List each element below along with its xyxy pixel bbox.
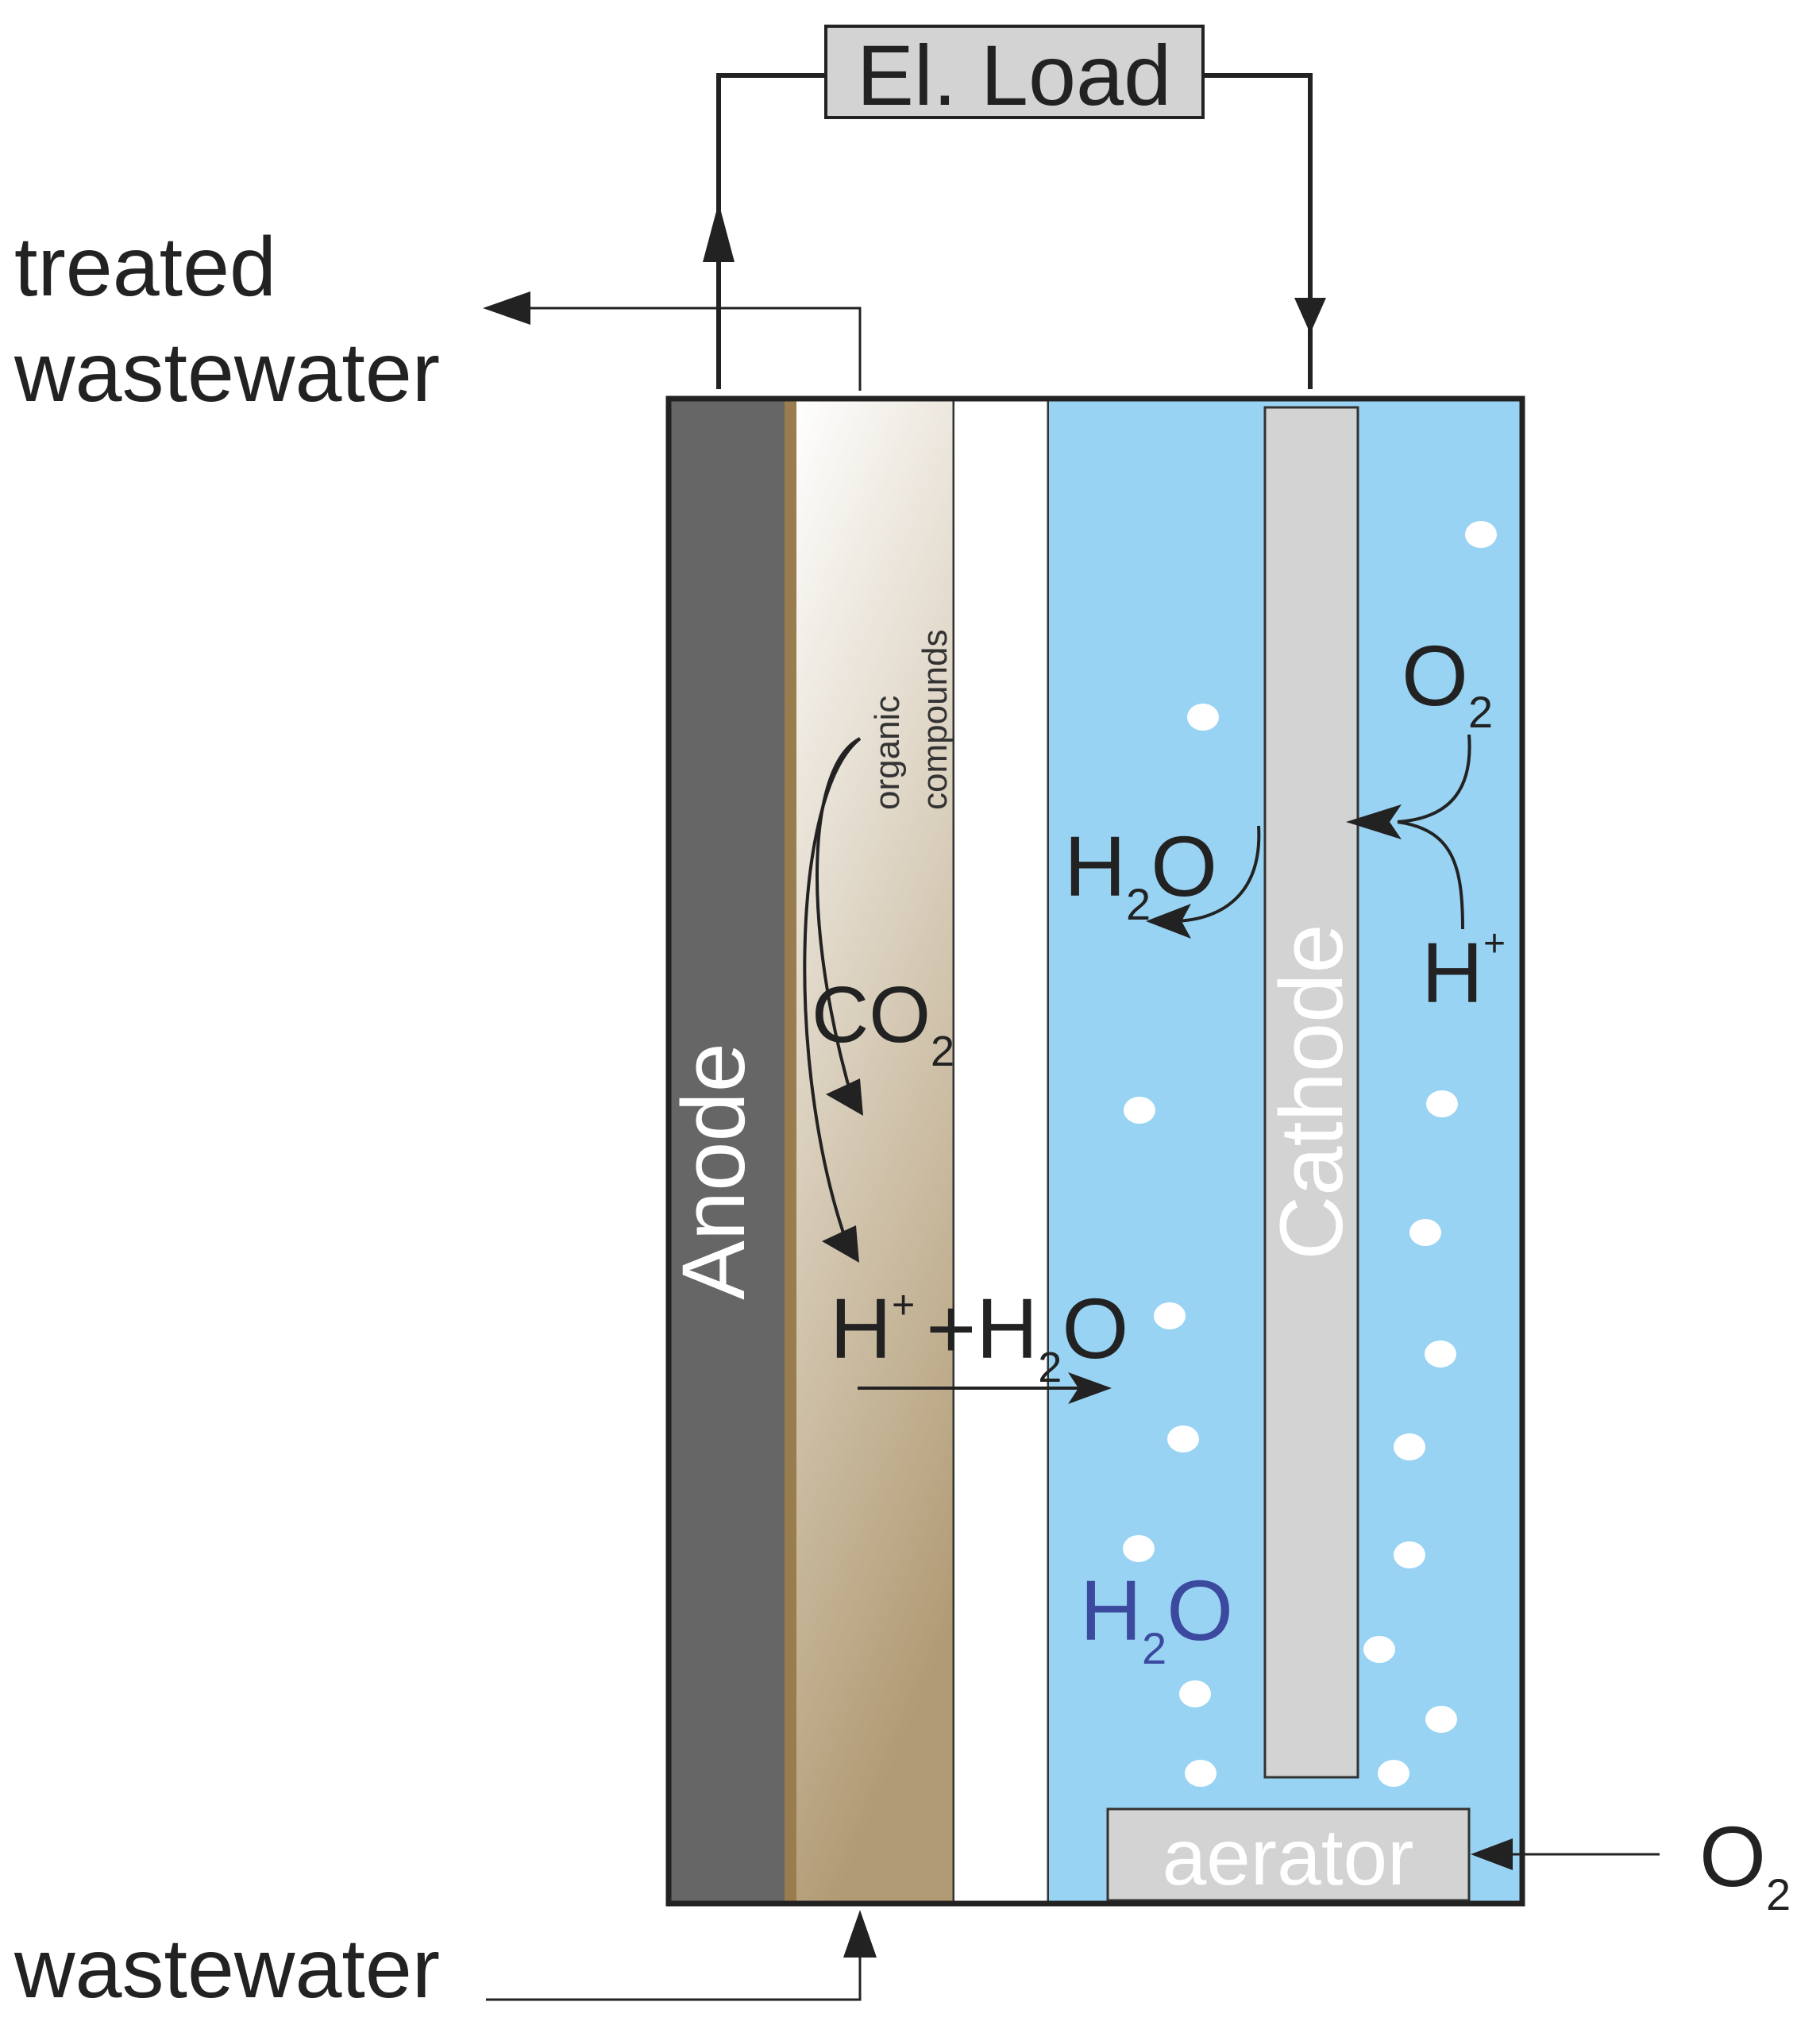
circuit-arrow-down — [1294, 298, 1326, 334]
air-bubble — [1185, 1760, 1217, 1787]
air-bubble — [1167, 1425, 1199, 1452]
oxygen-inlet-arrow-head — [1471, 1838, 1513, 1870]
water-product-arrow — [1174, 825, 1261, 923]
cell-outline — [665, 395, 1525, 1907]
cathode-reactions: O2 H+ H2O H2O — [1064, 627, 1506, 1673]
organic-label-line2: compounds — [916, 630, 954, 810]
o2-cathode-label: O2 — [1402, 627, 1493, 737]
air-bubble — [1394, 1433, 1425, 1460]
water-label: H2O — [1080, 1562, 1233, 1673]
membrane — [954, 399, 1048, 1904]
outlet-arrow-head — [483, 291, 530, 325]
air-bubble — [1124, 1097, 1155, 1124]
aerator-label: aerator — [1163, 1813, 1414, 1902]
h-plus-cathode-label: H+ — [1421, 923, 1506, 1020]
organic-compounds-label: organic compounds — [868, 630, 954, 810]
cathode-label: Cathode — [1262, 924, 1361, 1259]
organic-to-protons-arrow-head — [822, 1225, 859, 1263]
electrical-load-box — [824, 25, 1205, 119]
external-circuit: El. Load — [703, 25, 1326, 389]
inlet-line — [486, 1950, 862, 2001]
water-product-arrow-head — [1146, 904, 1191, 939]
air-bubbles — [1123, 521, 1497, 1787]
anode-electrode — [669, 399, 786, 1904]
proton-transfer-arrow-head — [1068, 1372, 1112, 1404]
reactants-arrow-head — [1346, 804, 1402, 839]
circuit-wire-right — [1203, 73, 1313, 389]
air-bubble — [1426, 1090, 1458, 1117]
oxygen-inlet-label: O2 — [1699, 1808, 1791, 1919]
anode-reactions: organic compounds CO2 H++H2O — [803, 630, 1128, 1404]
organic-to-co2-arrow — [816, 737, 861, 1105]
air-bubble — [1425, 1340, 1456, 1367]
air-bubble — [1123, 1535, 1155, 1562]
biofilm-layer — [785, 399, 796, 1904]
organic-to-co2-arrow-head — [826, 1078, 863, 1116]
proton-water-label: H++H2O — [830, 1280, 1128, 1391]
outlet-label-line2: wastewater — [13, 326, 440, 419]
air-bubble — [1409, 1219, 1441, 1246]
anode-chamber — [796, 399, 954, 1904]
air-bubble — [1154, 1302, 1186, 1329]
co2-label: CO2 — [812, 970, 954, 1075]
circuit-wire-left — [716, 73, 826, 389]
fuel-cell-body: aerator Anode Cathode — [664, 395, 1525, 1907]
organic-label-line1: organic — [868, 696, 907, 810]
cathode-electrode — [1263, 406, 1359, 1779]
air-bubble — [1465, 521, 1497, 548]
h-plus-reactant-arrow — [1397, 820, 1464, 930]
outlet-label-line1: treated — [14, 220, 276, 314]
air-bubble — [1425, 1706, 1457, 1733]
outlet-flow: treated wastewater — [13, 220, 862, 419]
air-bubble — [1363, 1636, 1395, 1663]
electrical-load-label: El. Load — [857, 27, 1171, 123]
outlet-line — [508, 307, 862, 391]
o2-reactant-arrow — [1397, 734, 1471, 824]
air-bubble — [1378, 1760, 1409, 1787]
organic-to-protons-arrow — [803, 737, 862, 1252]
inlet-arrow-head — [843, 1910, 877, 1958]
inlet-label: wastewater — [13, 1922, 440, 2015]
inlet-flow: wastewater — [13, 1910, 877, 2015]
h2o-product-label: H2O — [1064, 818, 1217, 929]
anode-label: Anode — [664, 1043, 763, 1300]
air-bubble — [1394, 1541, 1425, 1568]
aerator — [1106, 1807, 1471, 1902]
air-bubble — [1187, 704, 1219, 731]
air-bubble — [1179, 1680, 1211, 1707]
circuit-arrow-up — [703, 203, 735, 262]
oxygen-inlet: O2 — [1471, 1808, 1791, 1919]
